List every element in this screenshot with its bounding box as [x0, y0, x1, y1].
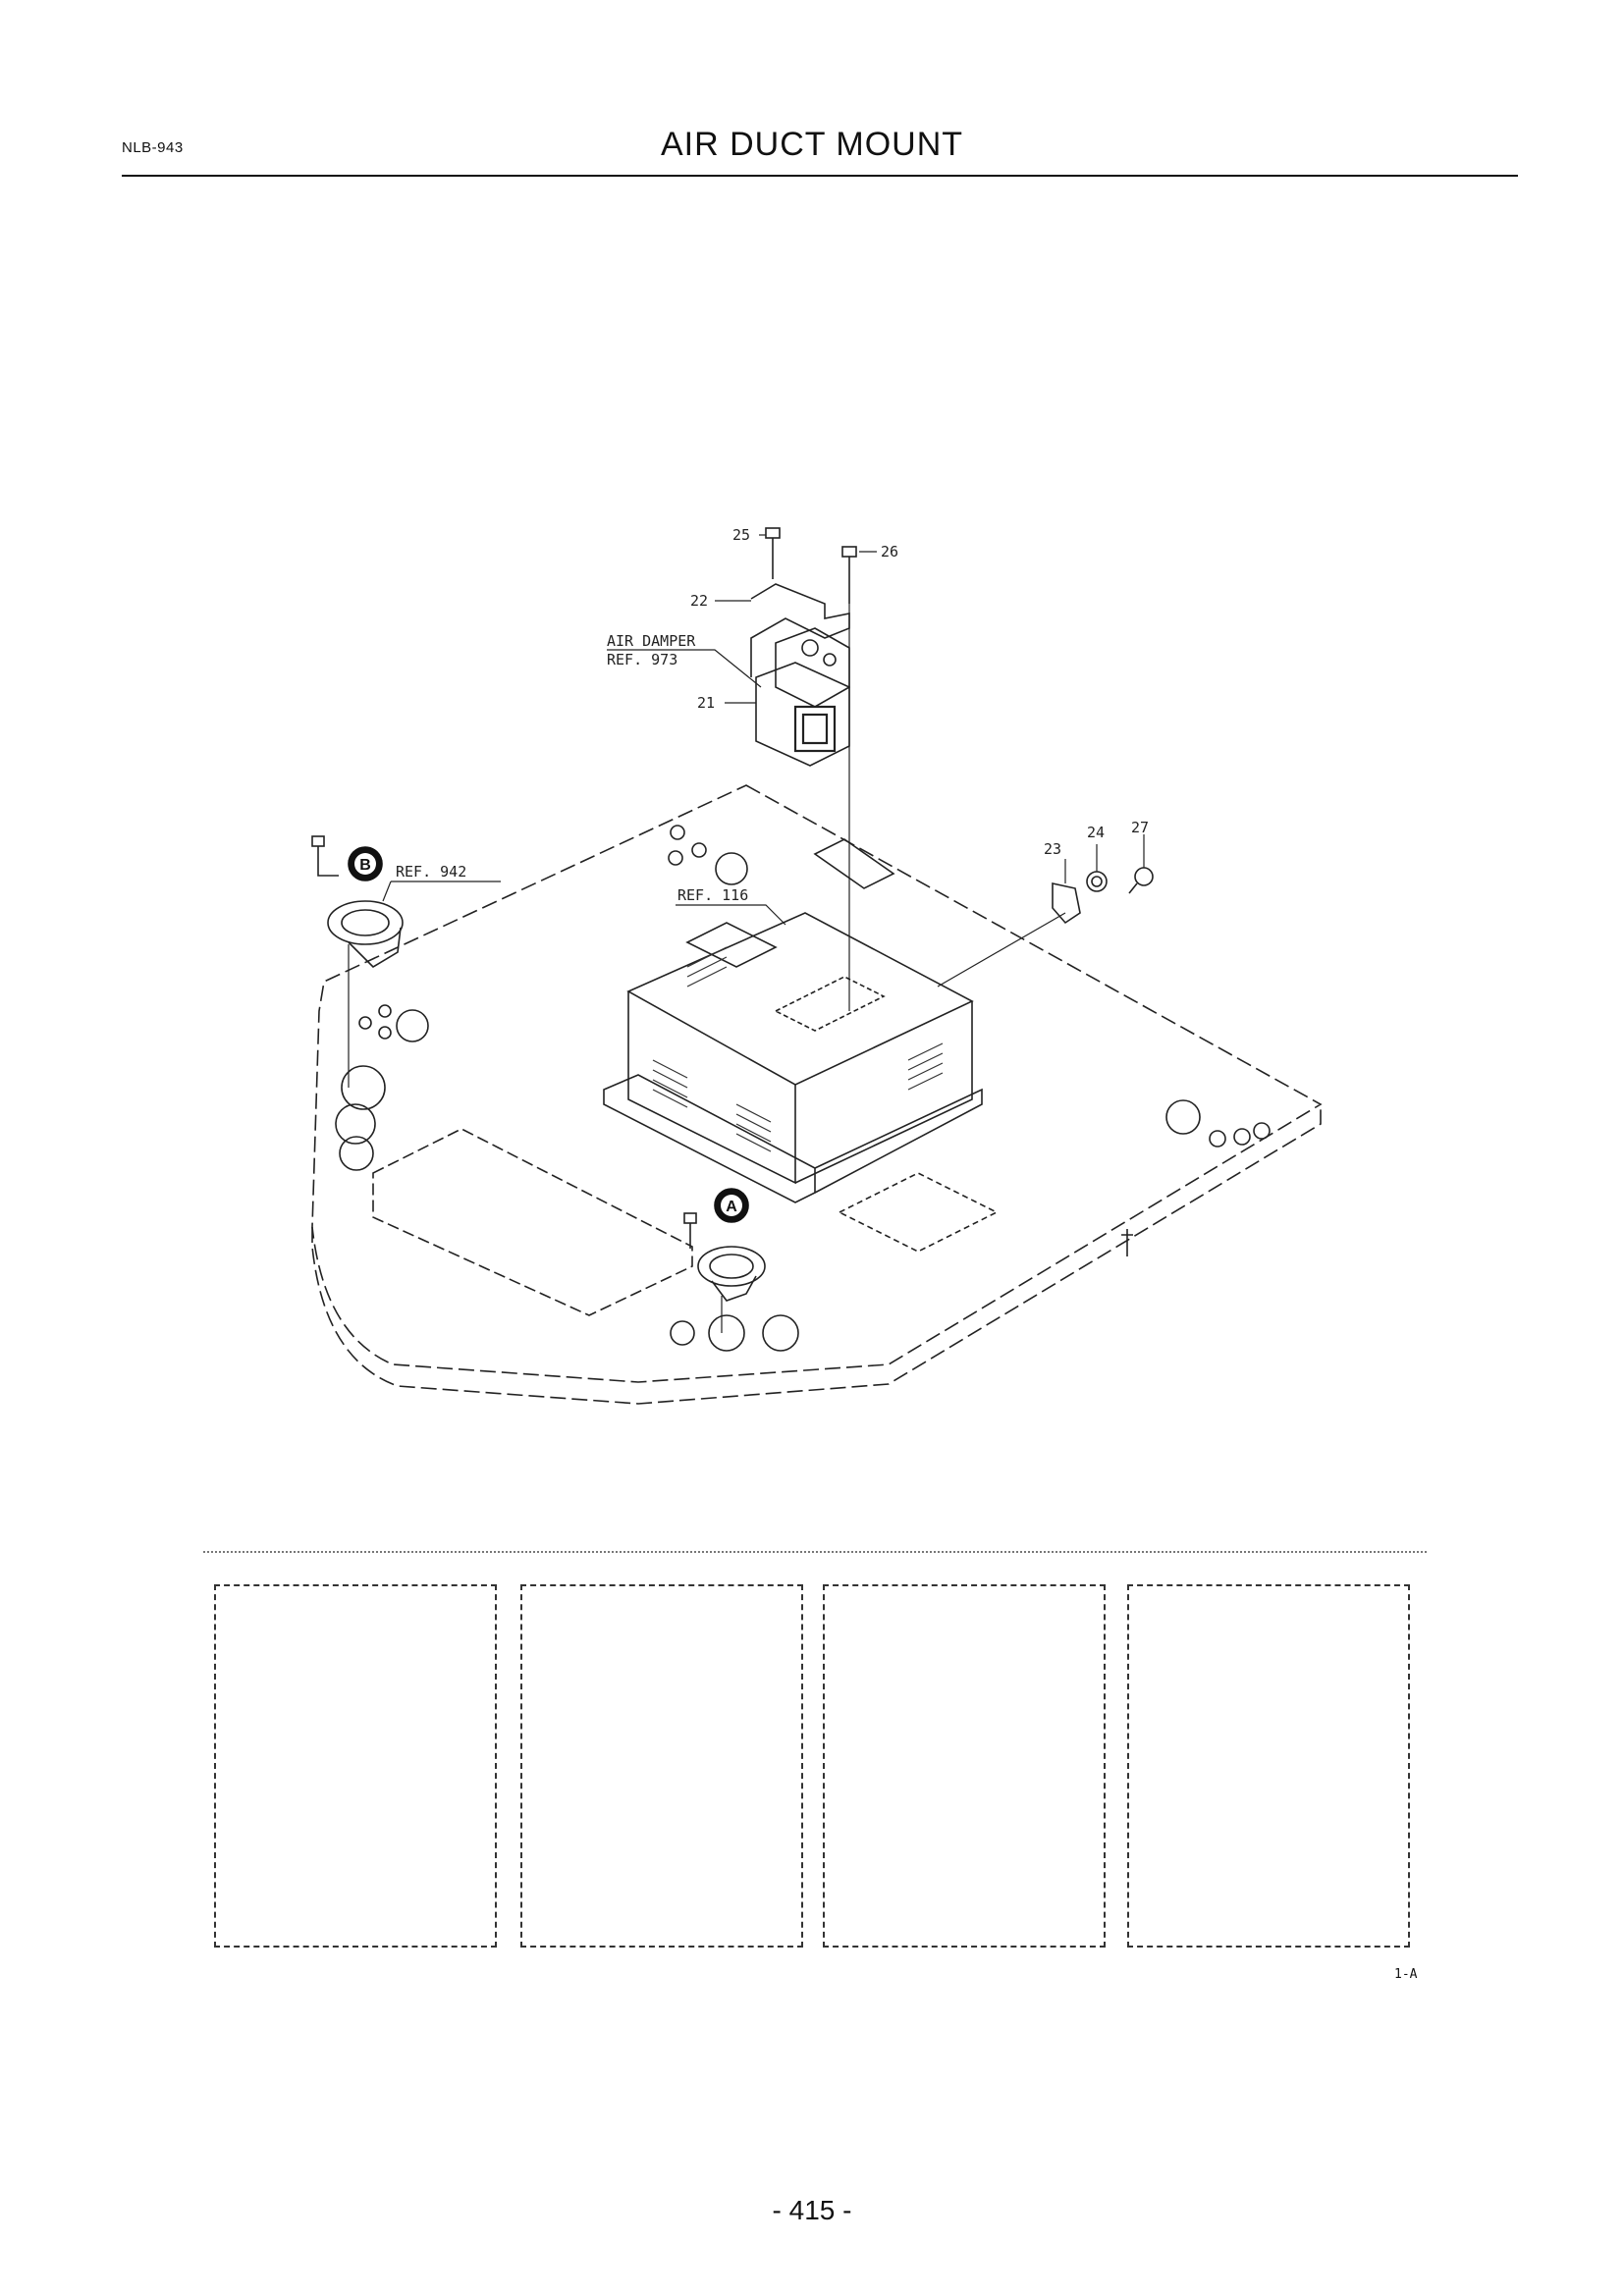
leader-lines [382, 534, 1145, 926]
callout-a-letter: A [726, 1199, 737, 1215]
screw-b [311, 835, 339, 877]
bolt-26 [841, 546, 857, 604]
blank-frame-2 [520, 1584, 803, 1948]
callout-b: B [348, 846, 383, 881]
page-number: - 415 - [772, 2195, 852, 2225]
plate-holes [335, 825, 1271, 1352]
label-ref-973: REF. 973 [607, 651, 677, 668]
label-air-damper: AIR DAMPER [607, 632, 696, 650]
label-part-27: 27 [1131, 819, 1149, 836]
label-part-26: 26 [881, 543, 898, 561]
callout-b-letter: B [359, 857, 371, 874]
label-part-25: 25 [732, 526, 750, 544]
page-title: AIR DUCT MOUNT [660, 126, 964, 163]
document-code: NLB-943 [122, 139, 184, 156]
dotted-separator [203, 1551, 1427, 1553]
plate-cutout-top [813, 838, 895, 889]
duct-flange-a [697, 1246, 766, 1302]
assembly-line-23 [937, 912, 1066, 988]
bolt-25 [765, 527, 781, 579]
callout-a: A [714, 1188, 749, 1223]
duct-flange-b [327, 900, 404, 969]
floor-plate-edge [311, 1104, 1322, 1405]
label-ref-942: REF. 942 [396, 863, 466, 881]
label-ref-116: REF. 116 [677, 886, 748, 904]
section-code: 1-A [1394, 1967, 1418, 1982]
blank-frame-4 [1127, 1584, 1410, 1948]
stud-right [1121, 1229, 1133, 1256]
header-rule [122, 175, 1518, 177]
bracket-23 [1052, 882, 1081, 925]
label-part-22: 22 [690, 592, 708, 610]
air-damper-21 [755, 627, 850, 767]
blank-frame-3 [823, 1584, 1106, 1948]
label-part-21: 21 [697, 694, 715, 712]
blank-frame-1 [214, 1584, 497, 1948]
label-part-23: 23 [1044, 840, 1061, 858]
nut-24 [1086, 871, 1108, 892]
exploded-parts-diagram: B A 25 26 22 AIR DAMPER REF. 973 21 REF.… [311, 526, 1323, 1405]
screw-a [683, 1212, 697, 1249]
plate-cutout-right [838, 1172, 999, 1253]
label-part-24: 24 [1087, 824, 1105, 841]
main-housing [603, 912, 983, 1203]
plate-cutout-left [372, 1128, 693, 1316]
bolt-27 [1128, 867, 1154, 894]
